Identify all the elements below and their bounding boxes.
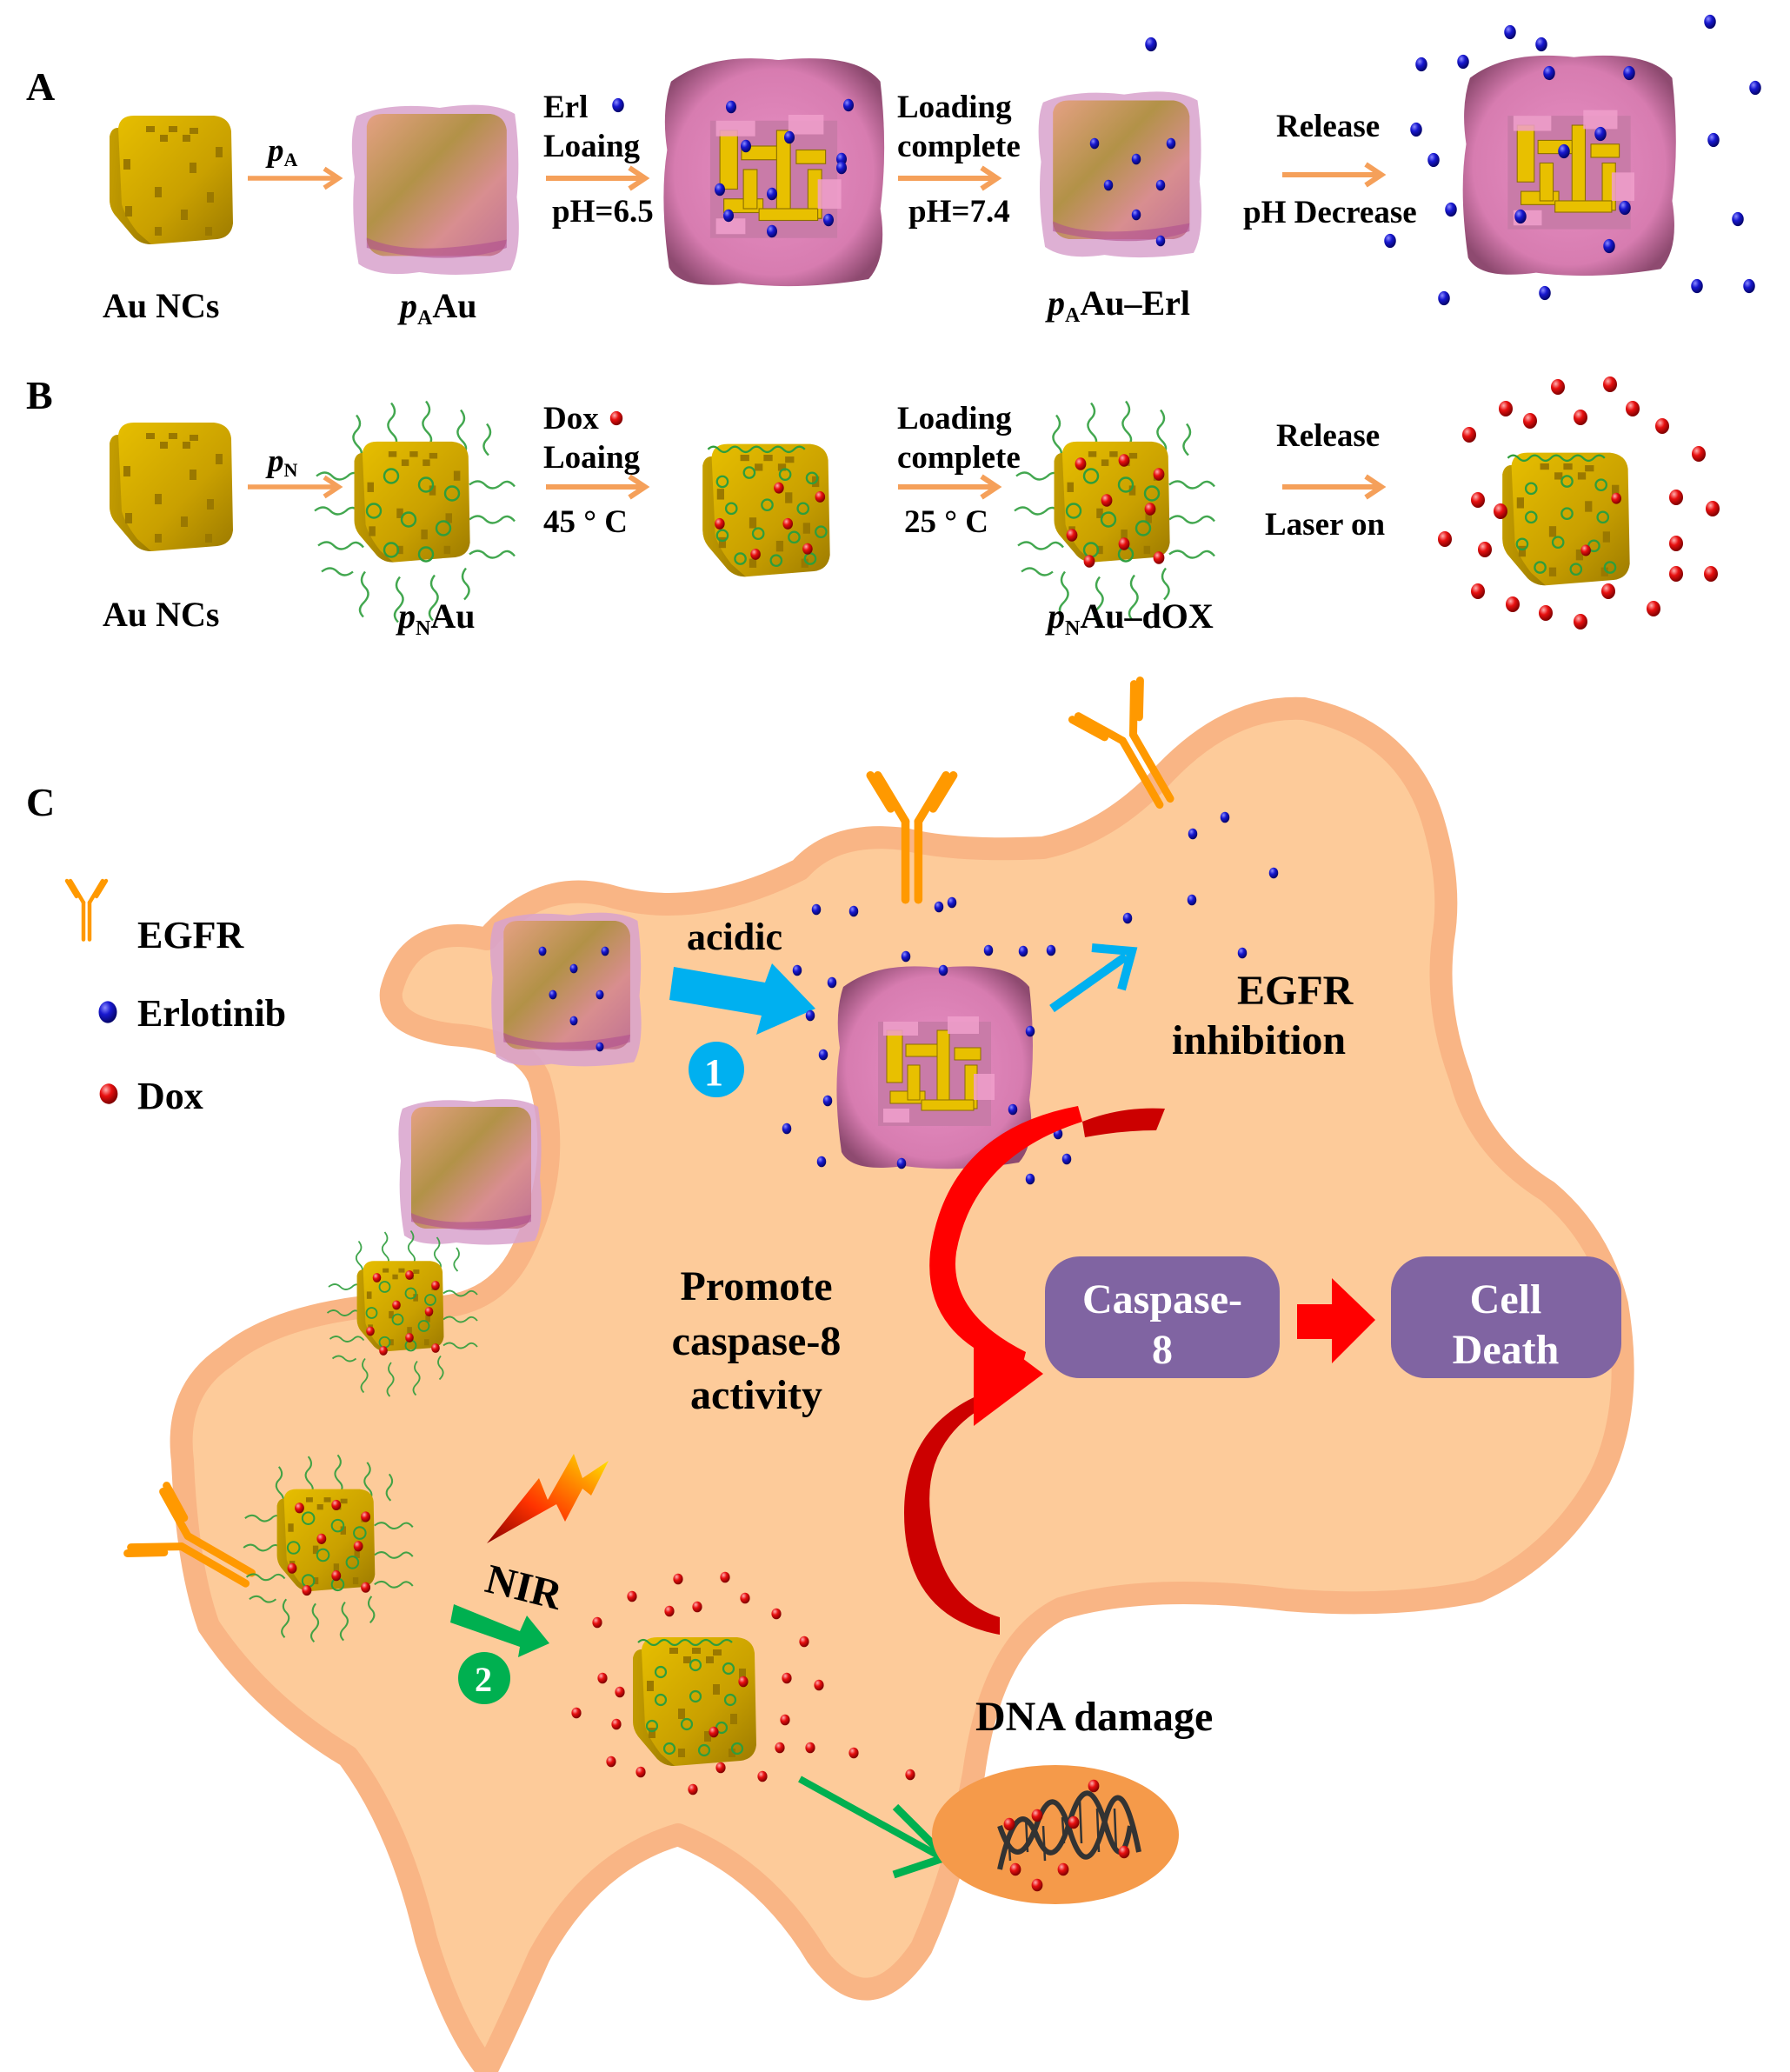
laser-on-label: Laser on (1265, 507, 1386, 543)
caspase-box-line1: Caspase- (1082, 1276, 1242, 1322)
legend-dox-label: Dox (137, 1075, 203, 1117)
panel-c: C EGFR Erlotinib Dox acidic 1 (26, 681, 1634, 2072)
erl-loading-label: Loaing (543, 129, 641, 164)
pn-au-dox-label: pNAu–dOX (1045, 596, 1214, 640)
death-box-line2: Death (1453, 1327, 1560, 1373)
loading-complete-b-line1: Loading (897, 401, 1012, 436)
dox-to-nucleus-arrow (798, 1776, 949, 1864)
arrow-release-a (1282, 164, 1381, 185)
nucleus (932, 1765, 1179, 1904)
red-arc-top-tail (1082, 1108, 1165, 1137)
released-gold-particle (1502, 453, 1629, 586)
acidic-label: acidic (687, 916, 782, 958)
pn-au-dox-particle (1015, 402, 1214, 623)
pa-au-erl-particle-c2 (398, 1099, 542, 1245)
pn-au-loaded-compact (702, 444, 829, 577)
egfr-inhibition-line1: EGFR (1237, 968, 1354, 1014)
erlotinib-icon (98, 1001, 117, 1023)
au-ncs-label: Au NCs (103, 286, 219, 325)
death-box-line1: Cell (1470, 1276, 1542, 1322)
red-curved-arrow-bottom (904, 1382, 1017, 1635)
promote-line1: Promote (680, 1263, 832, 1309)
caspase-box-line2: 8 (1152, 1327, 1173, 1373)
ph65-label: pH=6.5 (552, 194, 654, 230)
arrow-pa (248, 169, 339, 188)
cell-membrane (170, 696, 1634, 2072)
arrow-release-b (1282, 476, 1381, 497)
pa-au-erl-particle (1038, 91, 1202, 258)
loading-complete-line1: Loading (897, 90, 1012, 125)
panel-c-label: C (26, 780, 55, 824)
erlotinib-icon (612, 97, 624, 113)
au-nanocage (110, 116, 233, 244)
legend: EGFR Erlotinib Dox (67, 881, 286, 1117)
promote-caspase-text: Promote caspase-8 activity (672, 1263, 842, 1418)
red-arrowhead (974, 1322, 1043, 1426)
caspase-to-death-arrow (1297, 1278, 1375, 1363)
step-1-number: 1 (704, 1051, 723, 1094)
step-1-badge (689, 1042, 744, 1097)
cell-death-box: Cell Death (1391, 1256, 1621, 1378)
dox-loading-label: Loaing (543, 440, 641, 476)
au-ncs-label-b: Au NCs (103, 595, 219, 634)
release-label-b: Release (1276, 418, 1380, 454)
pa-au-erl-particle-c1 (489, 912, 642, 1067)
arrow-loading-complete-b (898, 476, 997, 497)
panel-b: B Au NCs pN pNAu Dox Loaing 45 ° C Loadi… (26, 373, 1720, 640)
dox-label: Dox (543, 401, 599, 436)
pn-au-label: pNAu (396, 596, 475, 640)
ph-decrease-label: pH Decrease (1243, 195, 1417, 230)
dna-helix-icon (997, 1790, 1141, 1870)
ph74-label: pH=7.4 (908, 194, 1010, 230)
legend-erlotinib-label: Erlotinib (137, 992, 286, 1035)
temp-45-label: 45 ° C (543, 504, 628, 540)
arrow-pn-label: pN (265, 443, 298, 481)
arrow-erl-loading (546, 168, 645, 189)
dox-icon (99, 1083, 118, 1104)
pa-au-erl-label: pAAu–Erl (1045, 283, 1190, 327)
pa-au-particle (351, 104, 519, 275)
panel-b-label: B (26, 373, 53, 417)
release-label-a: Release (1276, 109, 1380, 144)
red-curved-arrow-top (929, 1106, 1082, 1369)
step-2-badge (458, 1652, 510, 1704)
dox-marker-icon (609, 410, 623, 426)
loading-complete-b-line2: complete (897, 440, 1021, 476)
step-2-number: 2 (475, 1660, 492, 1699)
released-particle-c (633, 1637, 756, 1766)
caspase-8-box: Caspase- 8 (1045, 1256, 1280, 1378)
nir-lightning-icon (487, 1454, 609, 1543)
arrow-pa-label: pA (265, 133, 298, 170)
pa-au-opened-particle (662, 57, 885, 287)
pn-au-particle (315, 402, 515, 623)
legend-egfr-label: EGFR (137, 914, 244, 956)
temp-25-label: 25 ° C (904, 504, 988, 540)
arrow-loading-complete (898, 168, 997, 189)
loading-complete-line2: complete (897, 129, 1021, 164)
au-nanocage-b (110, 423, 233, 551)
arrow-dox-loading (546, 476, 645, 497)
nir-green-arrow (450, 1604, 549, 1657)
egfr-icon (67, 881, 106, 940)
egfr-inhibition-line2: inhibition (1172, 1017, 1346, 1063)
acidic-arrow (669, 963, 815, 1035)
pa-au-label: pAAu (397, 286, 476, 330)
promote-line3: activity (690, 1372, 822, 1418)
panel-a: A Au NCs pA pAAu Erl Loaing pH=6.5 Loadi… (26, 14, 1761, 330)
panel-a-label: A (26, 64, 55, 109)
promote-line2: caspase-8 (672, 1318, 842, 1364)
dna-damage-label: DNA damage (975, 1694, 1213, 1740)
released-pink-particle (1462, 55, 1677, 276)
egfr-inhibition-arrow (1049, 952, 1128, 1013)
erl-label: Erl (543, 90, 588, 125)
